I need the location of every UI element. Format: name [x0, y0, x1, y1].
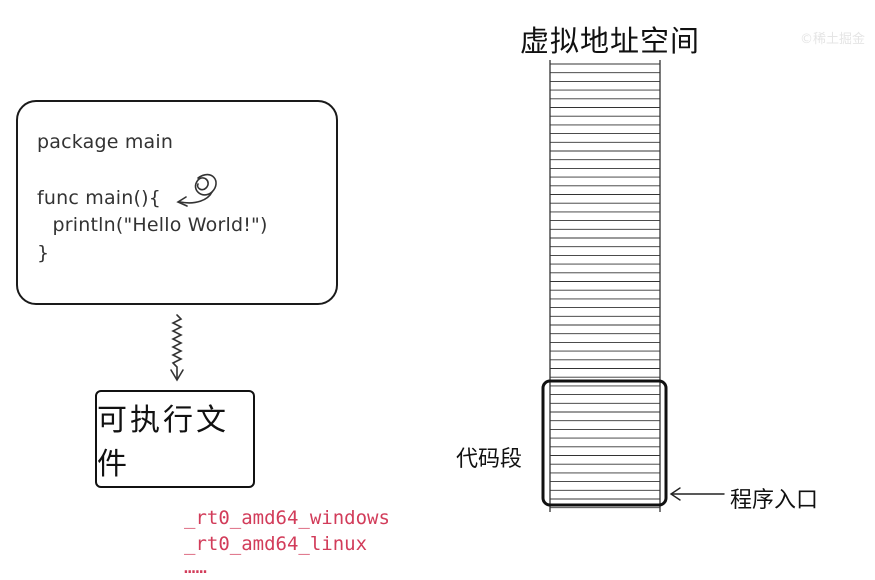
code-segment-box [541, 379, 668, 507]
executable-box: 可执行文件 [95, 390, 255, 488]
compile-arrow-icon [170, 314, 184, 382]
loop-arrow-icon [176, 173, 217, 207]
code-line-close-brace: } [37, 242, 50, 264]
entry-point-arrow-icon [669, 487, 725, 501]
entry-symbol-ellipsis: …… [184, 556, 207, 578]
code-line-println: println("Hello World!") [40, 214, 268, 236]
source-code-box [16, 100, 338, 305]
address-space-stripes [550, 63, 660, 509]
address-space-title: 虚拟地址空间 [520, 24, 701, 58]
entry-point-label: 程序入口 [730, 488, 819, 513]
entry-symbol-windows: _rt0_amd64_windows [184, 507, 390, 529]
executable-label: 可执行文件 [97, 403, 229, 482]
code-segment-label: 代码段 [456, 447, 523, 472]
code-line-package: package main [37, 131, 174, 153]
watermark: ©稀土掘金 [800, 32, 866, 47]
code-line-func: func main(){ [37, 187, 162, 209]
entry-symbol-linux: _rt0_amd64_linux [184, 533, 368, 555]
